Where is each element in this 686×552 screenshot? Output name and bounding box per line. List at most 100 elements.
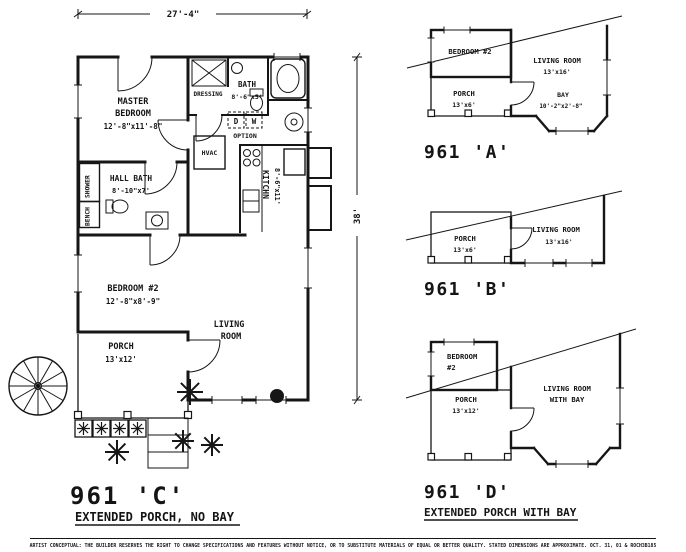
room-label-dressing: DRESSING [194, 91, 223, 98]
flower-boxes [74, 419, 147, 438]
label-washer: W [252, 117, 257, 126]
room-label-hall-bath: HALL BATH [110, 174, 153, 183]
refrigerator [283, 148, 306, 176]
column-dot [270, 389, 284, 403]
room-size-bay: 10'-2"x2'-8" [539, 103, 582, 110]
plan-a: BEDROOM #2 LIVING ROOM 13'x16' BAY 10'-2… [406, 15, 623, 163]
room-label-kitchen: KITCHN [261, 170, 270, 199]
window-marker [273, 53, 301, 61]
room-label-porch: PORCH [453, 89, 475, 98]
plan-c: 27'-4" 38' [8, 9, 363, 526]
closet [191, 59, 227, 87]
window-marker [555, 460, 589, 468]
plan-d-subtitle: EXTENDED PORCH WITH BAY [424, 506, 577, 519]
window-marker [524, 259, 554, 267]
plan-c-interior-walls [76, 55, 309, 237]
hall-toilet [105, 199, 114, 214]
room-label-living: LIVING ROOM [533, 56, 581, 65]
room-label-living-1: LIVING [214, 320, 245, 330]
room-label-porch: PORCH [454, 234, 476, 243]
hvac-closet [193, 135, 226, 170]
plan-c-porch [73, 334, 193, 469]
window-marker [74, 254, 82, 293]
room-label-bedroom2: BEDROOM #2 [107, 284, 158, 294]
label-hvac: HVAC [202, 149, 218, 157]
window-marker [427, 37, 435, 63]
label-shower: SHOWER [85, 175, 92, 198]
room-label-bedroom2-1: BEDROOM [447, 352, 478, 361]
room-label-living: LIVING ROOM [532, 225, 580, 234]
window-marker [603, 59, 611, 96]
room-label-bedroom2-2: #2 [447, 363, 456, 372]
door-arc [510, 81, 535, 106]
room-size-master: 12'-8"x11'-8" [104, 122, 163, 131]
label-bench: BENCH [85, 207, 92, 226]
room-label-porch: PORCH [455, 395, 477, 404]
room-size-bedroom2: 12'-8"x8'-9" [106, 297, 160, 306]
bath-sink [231, 62, 243, 74]
room-label-bay: BAY [557, 91, 569, 99]
tree-symbol [8, 356, 68, 416]
window-marker [443, 26, 471, 34]
plan-c-fixtures [78, 58, 332, 232]
room-size-hall-bath: 8'-10"x7' [112, 187, 150, 195]
room-label-bath: BATH [238, 80, 257, 89]
room-size-living: 13'x16' [543, 68, 570, 76]
room-size-porch: 13'x12' [105, 355, 137, 364]
dim-width-label: 27'-4" [167, 10, 200, 20]
water-heater [284, 112, 304, 132]
cut-line [406, 15, 623, 69]
window-marker [555, 127, 589, 135]
cut-line [405, 190, 623, 241]
room-size-porch: 13'x12' [452, 407, 479, 415]
plan-c-title: 961 'C' [70, 482, 185, 510]
label-option: OPTION [233, 132, 257, 140]
plan-c-doors [117, 56, 223, 373]
shrub-symbols [105, 379, 223, 464]
plan-c-windows [74, 53, 312, 404]
plan-b: PORCH 13'x6' LIVING ROOM 13'x16' 961 'B' [405, 190, 623, 300]
room-label-master-1: MASTER [118, 97, 150, 107]
label-dryer: D [234, 117, 239, 126]
window-marker [211, 396, 243, 404]
window-marker [427, 351, 435, 377]
chimney-box [307, 185, 332, 231]
room-label-living-2: WITH BAY [550, 395, 585, 404]
room-label-living-2: ROOM [221, 332, 241, 342]
dryer-box [227, 111, 245, 129]
room-label-porch: PORCH [108, 342, 134, 352]
window-marker [304, 107, 312, 133]
room-size-bath: 8'-6"x5' [231, 93, 262, 101]
washer-box [245, 111, 263, 129]
plan-c-labels: MASTER BEDROOM 12'-8"x11'-8" DRESSING BA… [85, 80, 282, 364]
room-size-kitchen: 8'-6"x11' [273, 168, 281, 205]
entry-steps [147, 417, 189, 469]
window-marker [255, 396, 287, 404]
room-label-bedroom2: BEDROOM #2 [448, 47, 491, 56]
window-marker [616, 387, 624, 425]
fireplace-box [307, 147, 332, 179]
door-arc [510, 227, 533, 250]
plan-b-title: 961 'B' [424, 279, 510, 300]
vanity [145, 211, 169, 230]
plan-d-title: 961 'D' [424, 482, 510, 503]
window-marker [565, 259, 593, 267]
cut-line [405, 328, 637, 399]
room-size-porch: 13'x6' [452, 101, 475, 109]
disclaimer-text: ARTIST CONCEPTUAL: THE BUILDER RESERVES … [30, 543, 657, 549]
bench-seat [78, 200, 101, 229]
window-marker [443, 338, 475, 346]
bathtub [270, 58, 306, 99]
room-size-porch: 13'x6' [453, 246, 476, 254]
plan-d: BEDROOM #2 PORCH 13'x12' LIVING ROOM WIT… [405, 328, 637, 521]
plan-a-title: 961 'A' [424, 142, 510, 163]
footer: ARTIST CONCEPTUAL: THE BUILDER RESERVES … [30, 538, 657, 549]
room-size-living: 13'x16' [545, 238, 572, 246]
window-marker [74, 84, 82, 119]
room-label-master-2: BEDROOM [115, 109, 151, 119]
plan-c-subtitle: EXTENDED PORCH, NO BAY [75, 510, 235, 524]
dim-height-label: 38' [353, 208, 363, 224]
window-marker [304, 247, 312, 289]
